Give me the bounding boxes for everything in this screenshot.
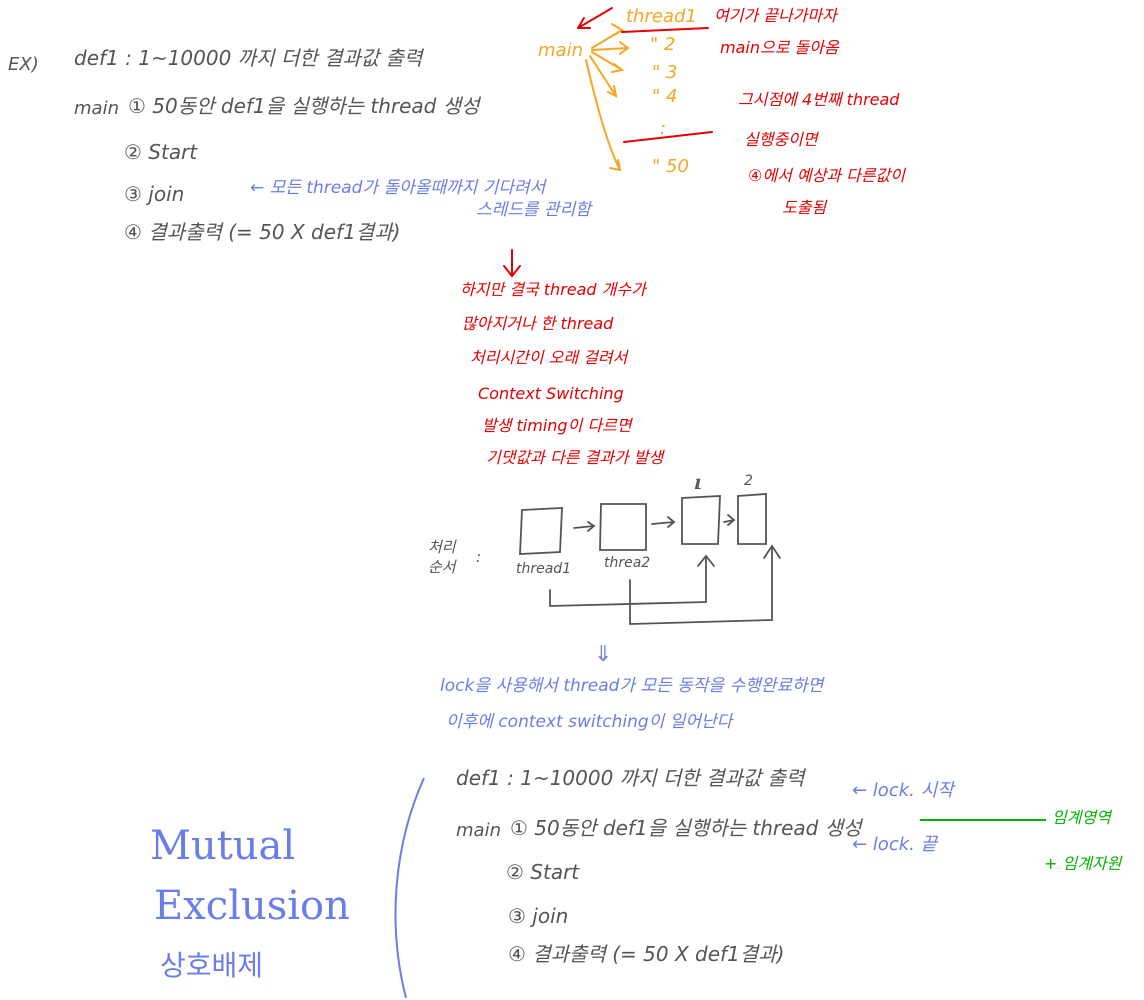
critical-section-label: 임계영역 [1052, 808, 1111, 827]
problem-line-4: Context Switching [478, 384, 624, 403]
process-label-1: 처리 [428, 538, 456, 556]
step-2: ② Start [124, 140, 198, 164]
step-4: ④ 결과출력 (= 50 X def1결과) [124, 220, 401, 244]
step4-note-line1: ④에서 예상과 다른값이 [748, 166, 905, 185]
box-label-threa2: threa2 [604, 555, 651, 571]
bracket-line [394, 777, 425, 999]
join-note: ← 모든 thread가 돌아올때까지 기다려서 [250, 178, 546, 198]
problem-line-2: 많아지거나 한 thread [462, 314, 614, 333]
step-3-bottom: ③ join [508, 904, 569, 928]
double-down-arrow: ⇓ [594, 642, 613, 667]
thread-50-label: " 50 [652, 156, 689, 177]
thread1-note-line1: 여기가 끝나가마자 [714, 6, 837, 25]
step-2-bottom: ② Start [506, 860, 580, 884]
example-prefix: EX) [8, 54, 39, 75]
thread-ellipsis: : [660, 118, 667, 139]
def-line-2: def1 : 1~10000 까지 더한 결과값 출력 [456, 766, 805, 790]
thread-3-label: " 3 [652, 62, 678, 83]
def-line: def1 : 1~10000 까지 더한 결과값 출력 [74, 46, 423, 70]
step4-note-line2: 도출됨 [782, 198, 827, 217]
critical-resource-label: + 임계자원 [1044, 854, 1122, 873]
lock-note-line2: 이후에 context switching이 일어난다 [446, 712, 733, 732]
orange-main-label: main [538, 40, 583, 61]
context-note-line2: 실행중이면 [744, 130, 818, 149]
process-colon: : [476, 548, 482, 566]
lock-end-label: ← lock. 끝 [852, 834, 938, 855]
lock-start-label: ← lock. 시작 [852, 780, 954, 801]
thread1-note-line2: main으로 돌아옴 [720, 38, 839, 57]
step-1: ① 50동안 def1을 실행하는 thread 생성 [128, 94, 480, 118]
process-order-diagram [519, 479, 781, 625]
top-label-2: 2 [744, 473, 753, 489]
main-label: main [74, 98, 119, 119]
box-label-thread1: thread1 [516, 561, 572, 577]
step-1-bottom: ① 50동안 def1을 실행하는 thread 생성 [510, 816, 862, 840]
thread-1-label: thread1 [626, 6, 697, 27]
problem-line-6: 기댓값과 다른 결과가 발생 [486, 448, 664, 467]
thread-4-label: " 4 [652, 86, 678, 107]
context-note-line1: 그시점에 4번째 thread [738, 90, 900, 109]
join-note-2: 스레드를 관리함 [476, 200, 591, 220]
problem-line-5: 발생 timing이 다르면 [482, 416, 632, 435]
process-label-2: 순서 [428, 558, 456, 576]
step-3: ③ join [124, 182, 185, 206]
thread-fan-arrows [585, 23, 630, 172]
lock-note-line1: lock을 사용해서 thread가 모든 동작을 수행완료하면 [440, 676, 824, 696]
mutex-word-2: Exclusion [154, 883, 350, 929]
problem-line-1: 하지만 결국 thread 개수가 [460, 280, 646, 299]
mutex-word-3: 상호배제 [160, 949, 264, 982]
mutex-word-1: Mutual [150, 823, 296, 869]
problem-line-3: 처리시간이 오래 걸려서 [470, 348, 628, 367]
main-label-2: main [456, 820, 501, 841]
step-4-bottom: ④ 결과출력 (= 50 X def1결과) [508, 942, 785, 966]
red-markings [503, 7, 713, 278]
top-label-1: 1 [694, 477, 703, 493]
thread-2-label: " 2 [650, 34, 676, 55]
